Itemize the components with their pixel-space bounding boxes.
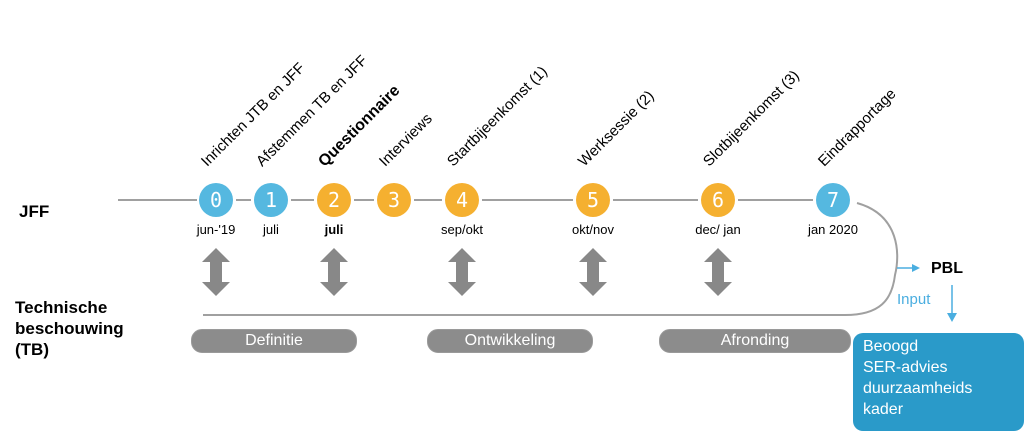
input-label: Input xyxy=(897,291,931,308)
step-circle-2: 2 xyxy=(317,183,351,217)
step-circle-0: 0 xyxy=(199,183,233,217)
step-date-1: juli xyxy=(263,222,279,237)
input-arrow-head xyxy=(947,313,957,322)
phase-ontwikkeling: Ontwikkeling xyxy=(427,329,593,353)
lane-label-tb-line3: (TB) xyxy=(15,340,49,359)
step-circle-6: 6 xyxy=(701,183,735,217)
phase-definitie: Definitie xyxy=(191,329,357,353)
lane-label-tb-line1: Technische xyxy=(15,298,108,317)
step-circle-3: 3 xyxy=(377,183,411,217)
pbl-arrow-head xyxy=(912,264,920,272)
sync-double-arrow-icon xyxy=(448,248,476,296)
step-date-2: juli xyxy=(324,222,344,237)
step-circle-4: 4 xyxy=(445,183,479,217)
lane-label-tb: Technische beschouwing (TB) xyxy=(15,297,124,360)
step-circle-5: 5 xyxy=(576,183,610,217)
sync-double-arrow-icon xyxy=(202,248,230,296)
sync-double-arrow-icon xyxy=(579,248,607,296)
step-date-7: jan 2020 xyxy=(808,222,858,237)
step-date-6: dec/ jan xyxy=(695,222,741,237)
step-circle-1: 1 xyxy=(254,183,288,217)
ser-advice-box: Beoogd SER-advies duurzaamheids kader xyxy=(853,333,1024,431)
step-date-4: sep/okt xyxy=(441,222,483,237)
lane-label-jff: JFF xyxy=(19,202,50,221)
lane-label-tb-line2: beschouwing xyxy=(15,319,124,338)
sync-double-arrow-icon xyxy=(320,248,348,296)
step-date-0: jun-'19 xyxy=(196,222,236,237)
connector-lines xyxy=(118,199,957,322)
sync-double-arrow-icon xyxy=(704,248,732,296)
phase-afronding: Afronding xyxy=(659,329,851,353)
step-date-5: okt/nov xyxy=(572,222,614,237)
tb-timeline-curve xyxy=(203,202,899,316)
sync-arrows xyxy=(202,248,732,296)
step-circle-7: 7 xyxy=(816,183,850,217)
pbl-label: PBL xyxy=(931,260,963,277)
